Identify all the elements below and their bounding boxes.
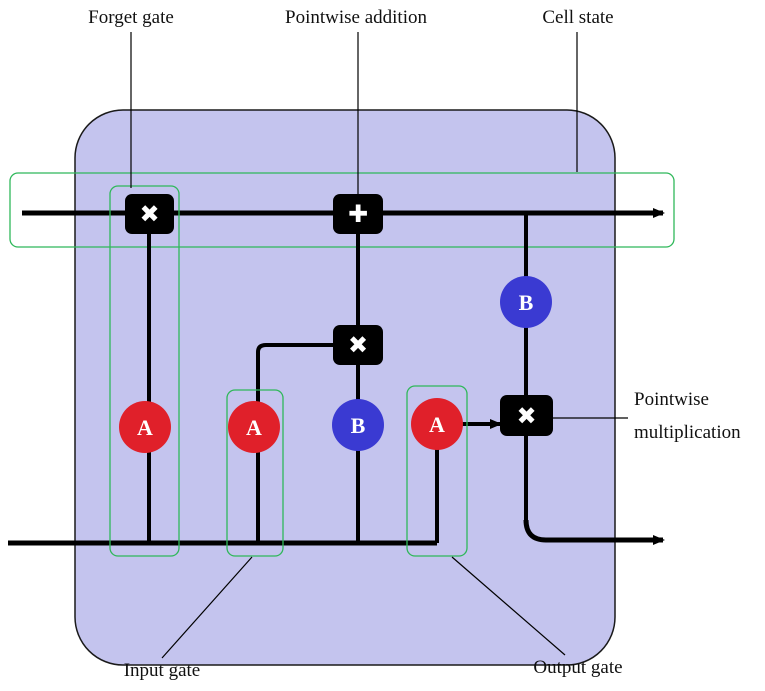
multiply-icon: ✖ — [139, 200, 159, 228]
cell-body — [74, 109, 616, 666]
plus-icon: ✚ — [348, 200, 368, 228]
input-gate-label: Input gate — [124, 660, 201, 681]
input-gate-connector — [256, 343, 358, 353]
output-activation-node: A — [411, 398, 463, 450]
output-multiply-operator: ✖ — [500, 395, 553, 436]
svg-text:A: A — [429, 412, 445, 437]
input-gate-highlight — [226, 389, 284, 557]
input-gate-leader — [161, 556, 253, 659]
svg-text:B: B — [351, 413, 366, 438]
forget-gate-label: Forget gate — [88, 7, 174, 28]
output-gate-label: Output gate — [533, 657, 622, 678]
cell-output-activation-node: B — [500, 276, 552, 328]
forget-activation-node: A — [119, 401, 171, 453]
forget-multiply-operator: ✖ — [125, 194, 174, 234]
output-gate-leader — [451, 556, 566, 656]
pointwise-multiplication-label-line1: Pointwise — [634, 389, 709, 410]
svg-text:B: B — [519, 290, 534, 315]
cell-state-highlight — [9, 172, 675, 248]
svg-text:A: A — [137, 415, 153, 440]
multiply-icon: ✖ — [516, 402, 536, 430]
svg-text:A: A — [246, 415, 262, 440]
pointwise-add-operator: ✚ — [333, 194, 383, 234]
input-multiply-operator: ✖ — [333, 325, 383, 365]
input-activation-node: A — [228, 401, 280, 453]
output-gate-highlight — [406, 385, 468, 557]
multiply-icon: ✖ — [348, 331, 368, 359]
pointwise-addition-label: Pointwise addition — [285, 7, 427, 28]
hidden-output-line — [523, 519, 665, 545]
candidate-activation-node: B — [332, 399, 384, 451]
pointwise-multiplication-label-line2: multiplication — [634, 422, 741, 443]
forget-gate-highlight — [109, 185, 180, 557]
cell-state-label: Cell state — [542, 7, 613, 28]
